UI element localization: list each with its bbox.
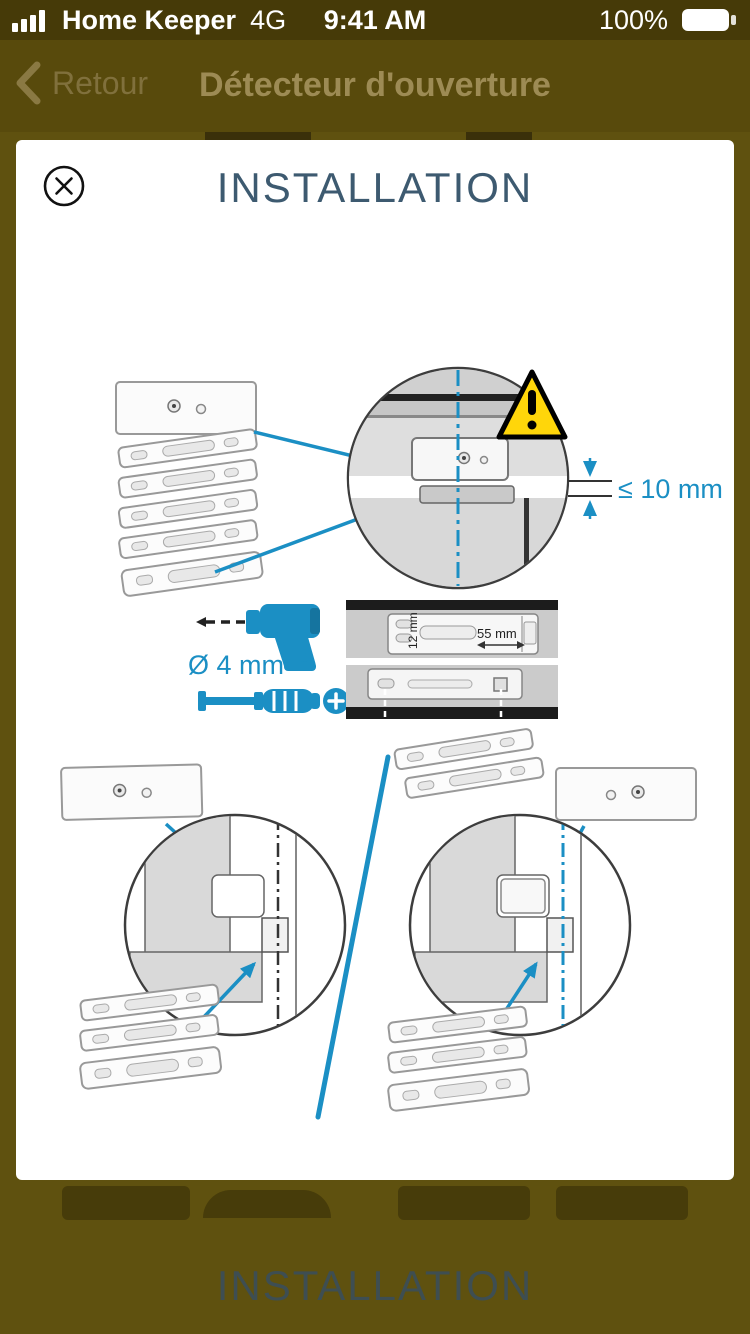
window-frame-circle-right — [408, 813, 632, 1037]
drill-diameter-label: Ø 4 mm — [188, 650, 284, 680]
magnet-spacer-stack-top-left — [116, 427, 265, 598]
battery-percent-label: 100% — [598, 4, 668, 35]
sensor-height-label: 12 mm — [406, 612, 420, 649]
close-icon — [43, 165, 85, 207]
network-type-label: 4G — [250, 4, 287, 35]
modal-title: INSTALLATION — [216, 164, 534, 211]
sensor-width-label: 55 mm — [477, 626, 517, 641]
carrier-label: Home Keeper — [62, 4, 237, 35]
clock: 9:41 AM — [323, 5, 427, 35]
signal-strength-icon — [12, 10, 45, 32]
installation-diagram: ≤ 10 mm Ø 4 mm — [60, 366, 723, 1120]
dimmed-background-shape — [398, 1186, 530, 1220]
phillips-head-icon — [323, 688, 349, 714]
background-section-title: INSTALLATION — [216, 1262, 534, 1309]
screwdriver-icon — [198, 689, 320, 713]
dimmed-background-shape — [203, 1190, 331, 1218]
sensor-device-bottom-left — [60, 763, 204, 821]
installation-modal: INSTALLATION — [16, 140, 734, 1180]
dimmed-background-shape — [62, 1186, 190, 1220]
nav-bar: Retour Détecteur d'ouverture — [0, 40, 750, 132]
sensor-device-top-left — [115, 381, 257, 435]
back-button[interactable]: Retour — [14, 60, 148, 106]
warning-triangle-icon — [496, 369, 568, 440]
status-bar: Home Keeper 4G 9:41 AM 100% — [0, 0, 750, 40]
back-button-label: Retour — [52, 64, 149, 101]
option-separator-line — [315, 754, 391, 1120]
battery-icon — [682, 9, 736, 31]
magnet-pair-top-right — [393, 727, 546, 800]
chevron-left-icon — [16, 61, 41, 105]
drill-icon — [196, 604, 320, 671]
sensor-device-bottom-right — [555, 767, 697, 821]
gap-max-label: ≤ 10 mm — [618, 474, 723, 504]
dimmed-background-shape — [556, 1186, 688, 1220]
mounting-dimensions-diagram: 55 mm 12 mm — [346, 600, 558, 719]
close-button[interactable] — [42, 164, 86, 208]
magnet-spacer-stack-bottom-right — [386, 1005, 531, 1113]
magnet-spacer-stack-bottom-left — [78, 983, 223, 1091]
